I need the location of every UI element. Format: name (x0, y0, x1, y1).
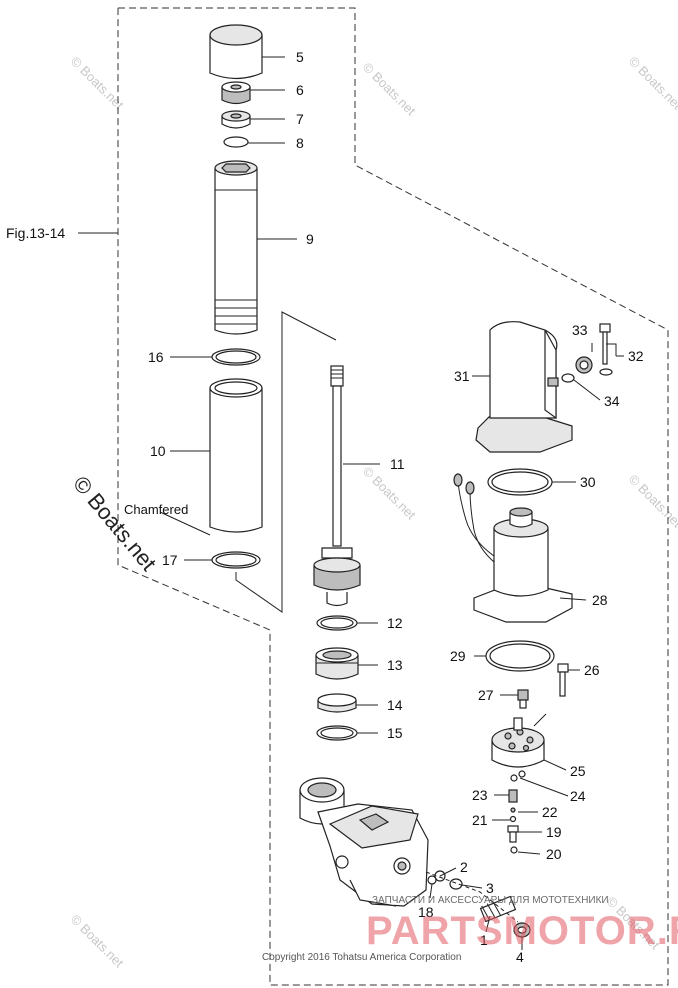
part-25-pump-block (491, 717, 545, 768)
part-22-ball (510, 807, 516, 813)
callout-11: 11 (390, 456, 405, 472)
part-29-o-ring (485, 640, 555, 672)
callout-1: 1 (480, 932, 488, 948)
part-3-o-ring (449, 878, 463, 890)
part-12-o-ring-inner (320, 617, 354, 629)
part-28-motor (453, 473, 573, 623)
leader-lines (159, 56, 624, 950)
part-24-o-ring-second (518, 770, 526, 778)
part-8-o-ring (223, 136, 249, 148)
callout-16: 16 (148, 349, 164, 365)
callout-17: 17 (162, 552, 178, 568)
part-14-seal (317, 693, 357, 713)
callout-15: 15 (387, 725, 403, 741)
watermark: © Boats.net (68, 912, 127, 971)
callout-6: 6 (296, 82, 304, 98)
part-21-o-ring (509, 815, 517, 823)
part-23-plug (508, 789, 518, 803)
part-16-o-ring-inner (215, 350, 257, 364)
part-7-washer (221, 110, 251, 129)
watermark-large: © Boats.net (68, 471, 161, 575)
callout-20: 20 (546, 846, 562, 862)
part-31-motor-cover (475, 321, 573, 453)
assembly-connector-line (235, 311, 337, 613)
callout-29: 29 (450, 648, 466, 664)
part-17-o-ring-inner (215, 553, 257, 567)
part-30-o-ring (487, 468, 553, 496)
part-5-cap (209, 24, 263, 80)
part-13-cap-seal (315, 647, 359, 680)
watermark: © Boats.net (360, 464, 419, 523)
callout-18: 18 (418, 904, 434, 920)
part-24-o-ring (510, 774, 518, 782)
callout-8: 8 (296, 135, 304, 151)
callout-13: 13 (387, 657, 403, 673)
part-27-valve (517, 689, 529, 709)
watermark: © Boats.net (360, 60, 419, 119)
watermark: © Boats.net (626, 54, 678, 113)
watermark: © Boats.net (68, 54, 127, 113)
assembly-boundary-dashed (117, 7, 669, 986)
brand-logo: PARTSMOTOR.RU (366, 909, 678, 953)
part-25-leader-connector (533, 713, 547, 727)
callout-23: 23 (472, 787, 488, 803)
callout-33: 33 (572, 322, 588, 338)
callout-21: 21 (472, 812, 488, 828)
figure-reference-label: Fig.13-14 (6, 225, 65, 241)
callout-5: 5 (296, 49, 304, 65)
part-19-valve (507, 825, 519, 843)
callout-32: 32 (628, 348, 644, 364)
chamfered-note: Chamfered (124, 502, 188, 517)
callout-22: 22 (542, 804, 558, 820)
part-20-o-ring (510, 846, 518, 854)
part-9-cylinder-tube (214, 160, 258, 335)
part-1-manual-valve (479, 895, 517, 923)
callout-12: 12 (387, 615, 403, 631)
callout-2: 2 (460, 859, 468, 875)
callout-31: 31 (454, 368, 470, 384)
callout-34: 34 (604, 393, 620, 409)
part-33-grommet (575, 356, 593, 374)
part-26-bolt (557, 663, 569, 697)
shop-banner: ЗАПЧАСТИ И АКСЕССУАРЫ ДЛЯ МОТОТЕХНИКИ (372, 895, 609, 906)
callout-numbers: 5 6 7 8 9 16 10 17 11 12 13 14 15 31 33 … (148, 49, 644, 965)
part-18-o-ring (427, 875, 437, 885)
part-11-piston-rod (313, 365, 361, 607)
callout-25: 25 (570, 763, 586, 779)
watermark: © Boats.net (626, 472, 678, 531)
valve-axis-line (425, 871, 519, 923)
callout-27: 27 (478, 687, 494, 703)
reservoir-housing (299, 777, 429, 907)
part-6-nut (221, 81, 251, 105)
callout-28: 28 (592, 592, 608, 608)
callout-4: 4 (516, 949, 524, 965)
callout-9: 9 (306, 231, 314, 247)
callout-3: 3 (486, 880, 494, 896)
part-15-o-ring-inner (320, 727, 354, 739)
copyright-notice: Copyright 2016 Tohatsu America Corporati… (262, 952, 461, 963)
callout-24: 24 (570, 788, 586, 804)
part-34-o-ring (561, 373, 575, 383)
callout-19: 19 (546, 824, 562, 840)
callout-30: 30 (580, 474, 596, 490)
callout-10: 10 (150, 443, 166, 459)
callout-26: 26 (584, 662, 600, 678)
part-32-bolt-set (599, 323, 613, 376)
part-10-sleeve (209, 378, 263, 533)
callout-14: 14 (387, 697, 403, 713)
callout-7: 7 (296, 111, 304, 127)
